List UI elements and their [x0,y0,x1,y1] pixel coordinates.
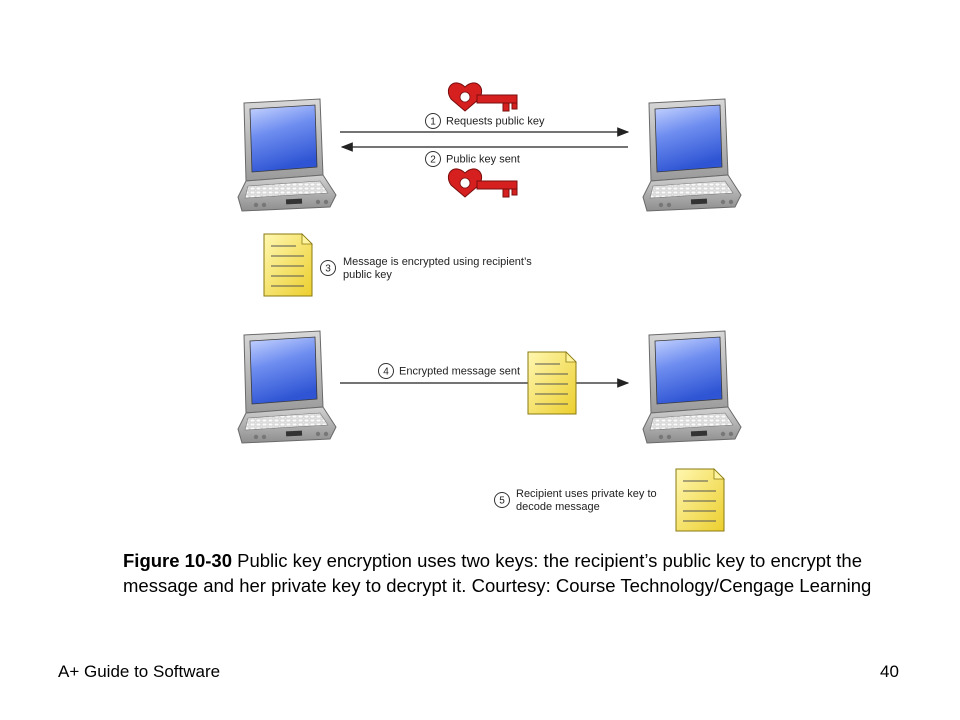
encrypted-document-icon [527,351,577,415]
step-5: 5 Recipient uses private key to decode m… [494,488,657,513]
step-number: 2 [430,155,436,166]
step-label: Requests public key [446,116,545,128]
message-document-icon [263,233,313,297]
recipient-laptop-icon [642,330,742,444]
step-label: public key [343,269,392,281]
sender-laptop-icon [237,98,337,212]
step-label: decode message [516,501,600,513]
page-number: 40 [880,662,899,681]
step-number: 5 [499,496,505,507]
caption-text: Public key encryption uses two keys: the… [123,550,872,596]
recipient-laptop-icon [642,98,742,212]
footer-title: A+ Guide to Software [58,662,221,681]
figure-number: Figure 10-30 [123,550,232,571]
step-number: 4 [383,367,389,378]
step-label: Public key sent [446,154,520,166]
public-key-icon [447,82,518,112]
decrypted-document-icon [675,468,725,532]
step-number: 1 [430,117,436,128]
step-label: Recipient uses private key to [516,488,657,500]
step-3: 3 Message is encrypted using recipient’s… [320,256,532,281]
step-number: 3 [325,264,331,275]
public-key-encryption-diagram: 1 Requests public key 2 Public key sent … [237,82,742,532]
public-key-icon [447,168,518,198]
step-1: 1 Requests public key [425,113,545,129]
step-4: 4 Encrypted message sent [378,363,520,379]
step-label: Message is encrypted using recipient’s [343,256,532,268]
figure-caption: Figure 10-30 Public key encryption uses … [123,549,883,598]
step-2: 2 Public key sent [425,151,520,167]
sender-laptop-icon [237,330,337,444]
step-label: Encrypted message sent [399,366,520,378]
